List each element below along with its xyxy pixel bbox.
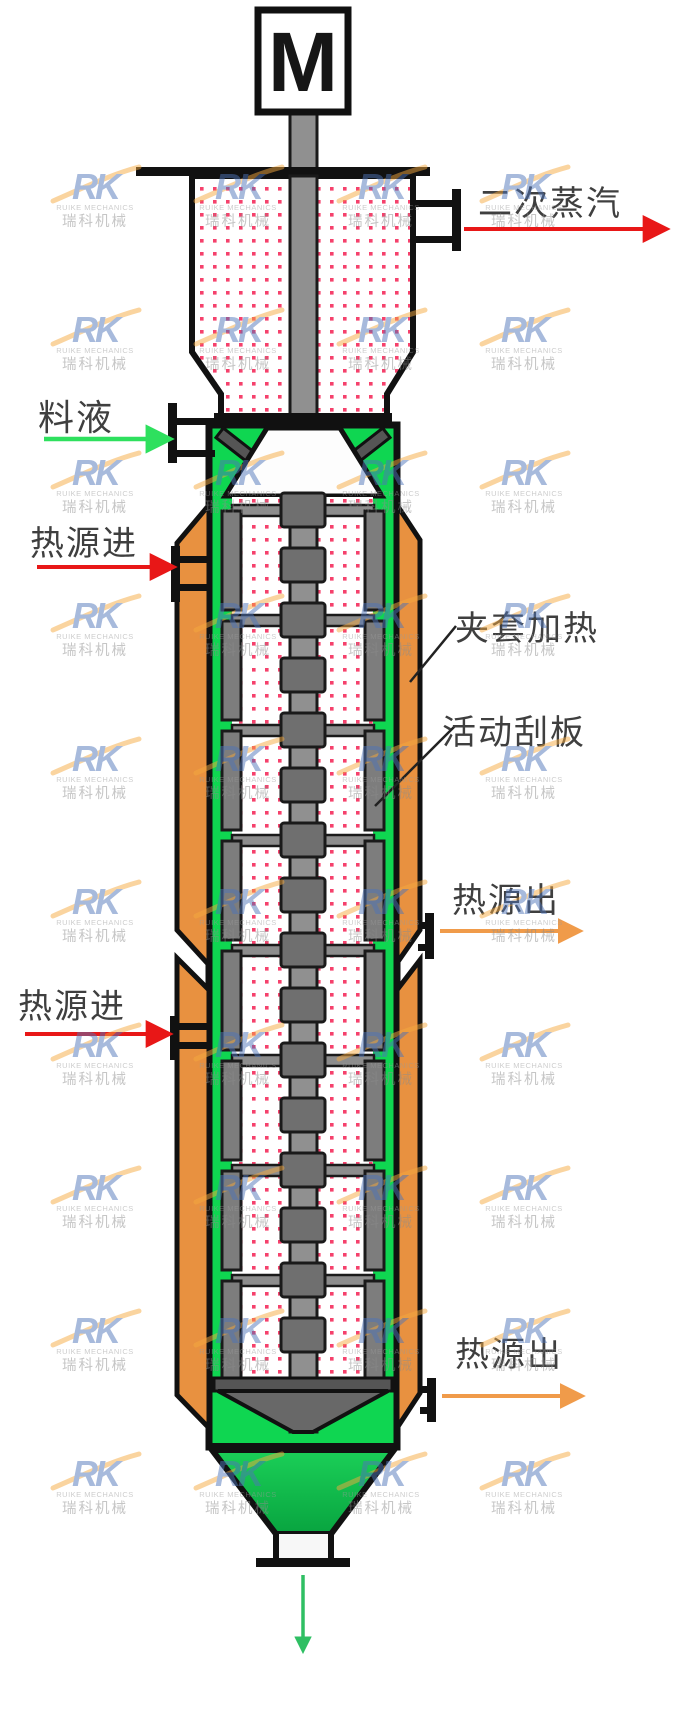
neck-flange-plate [214,413,392,426]
inner-bottom-cone [217,1389,389,1434]
label-heat-in-upper: 热源进 [30,525,138,563]
bottom-outlet [256,1531,350,1567]
jacket-left-lower [174,951,212,1435]
cone-seam [206,1443,400,1450]
heat-in-lower-nozzle [170,1016,207,1060]
label-feed: 料液 [38,397,114,438]
motor: M [254,6,352,116]
secondary-steam-nozzle [411,189,461,251]
label-heat-in-lower: 热源进 [18,988,126,1026]
shaft-through-separator [288,174,319,428]
motor-label: M [268,15,338,109]
jacket-left-upper [174,498,212,972]
heat-out-lower-nozzle [420,1378,436,1422]
heat-out-upper-nozzle [418,913,434,959]
jacket-heating-leader [409,625,457,683]
top-lid [136,167,430,176]
